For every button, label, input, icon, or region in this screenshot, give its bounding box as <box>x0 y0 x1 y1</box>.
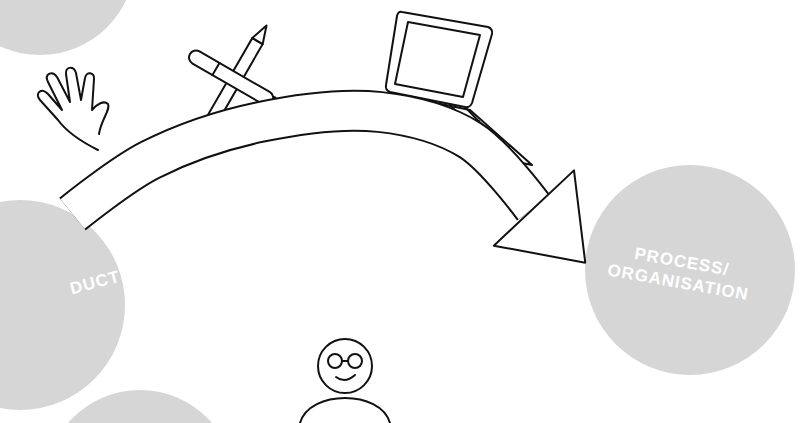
circle-node: PROCESS/ ORGANISATION <box>585 165 795 375</box>
circle-fill <box>0 200 125 410</box>
circle-node: DUCT <box>0 200 125 410</box>
circle-fill <box>585 165 795 375</box>
arrow-outline <box>73 111 534 214</box>
circle-shape <box>0 200 125 410</box>
gray-circle <box>0 0 135 55</box>
curved-arrow <box>73 111 586 263</box>
person-sketch <box>300 339 390 423</box>
arrow-body <box>73 111 534 214</box>
hand-sketch <box>38 68 109 150</box>
arrow-head <box>494 170 585 262</box>
